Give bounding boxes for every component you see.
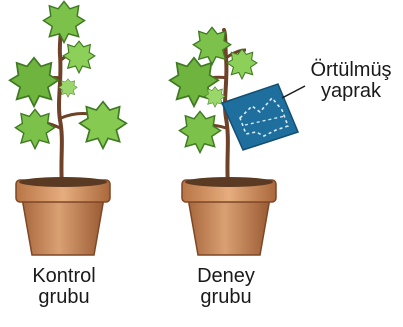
control-plant — [10, 1, 127, 255]
covered-leaf-label-line2: yaprak — [301, 81, 401, 102]
control-group-caption: Kontrol grubu — [14, 266, 114, 308]
covered-leaf — [222, 84, 298, 150]
control-caption-line1: Kontrol — [14, 266, 114, 287]
experiment-plant — [170, 27, 298, 255]
control-leaves — [10, 1, 127, 148]
experiment-caption-line2: grubu — [176, 287, 276, 308]
experiment-group-caption: Deney grubu — [176, 266, 276, 308]
control-caption-line2: grubu — [14, 287, 114, 308]
covered-leaf-label-line1: Örtülmüş — [301, 60, 401, 81]
experiment-pot — [182, 177, 276, 255]
experiment-caption-line1: Deney — [176, 266, 276, 287]
control-pot — [16, 177, 110, 255]
covered-leaf-label: Örtülmüş yaprak — [301, 60, 401, 102]
